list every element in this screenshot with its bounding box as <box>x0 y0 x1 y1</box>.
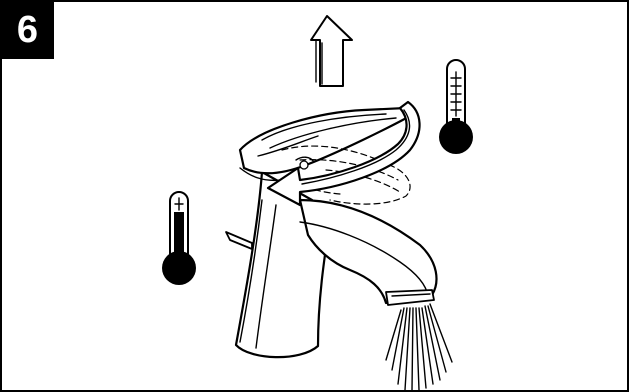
rotate-arrow-icon <box>266 100 421 207</box>
thermometer-hot-icon <box>439 59 473 154</box>
step-number-badge: 6 <box>1 1 54 59</box>
thermometer-cold-icon <box>162 191 196 285</box>
water-spray <box>385 303 453 391</box>
up-arrow-icon <box>310 15 353 87</box>
faucet-body <box>225 106 438 359</box>
